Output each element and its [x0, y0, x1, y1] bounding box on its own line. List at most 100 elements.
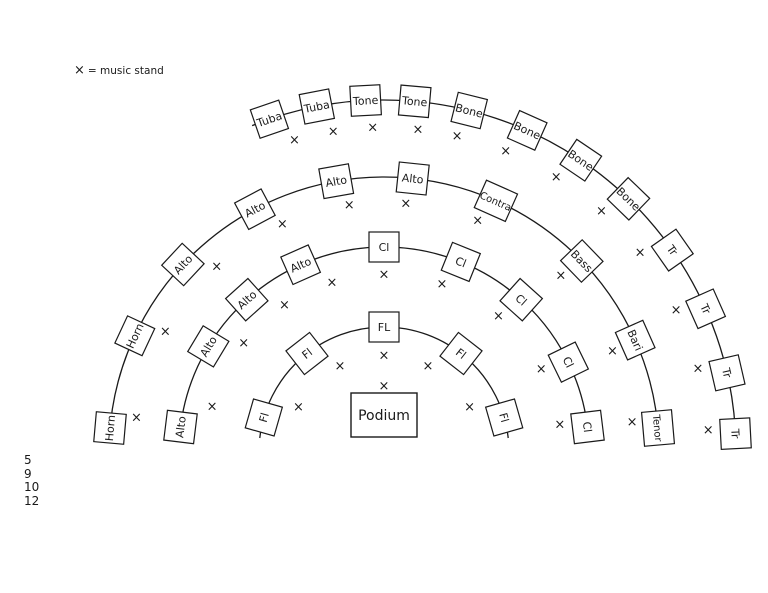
seat-box [368, 231, 400, 263]
music-stand-icon: × [555, 269, 566, 284]
seat-contra[interactable]: Contra [473, 179, 519, 223]
music-stand-icon: × [627, 415, 638, 430]
seat-bass[interactable]: Bass [559, 238, 604, 284]
seat-box [318, 163, 355, 200]
music-stand-icon: × [289, 133, 300, 148]
seat-label: Tuba [302, 98, 331, 116]
seat-cl[interactable]: Cl [440, 241, 482, 283]
legend-text: = music stand [87, 64, 164, 77]
seat-horn[interactable]: Horn [114, 315, 156, 357]
seat-tenor[interactable]: Tenor [640, 409, 676, 447]
music-stand-icon: × [671, 303, 682, 318]
music-stand-icon: × [554, 418, 565, 433]
seat-cl[interactable]: Cl [368, 231, 400, 263]
seat-box [93, 411, 127, 445]
seat-alto[interactable]: Alto [186, 324, 230, 368]
row-count: 10 [24, 480, 40, 494]
seat-label: Tr [719, 366, 734, 380]
seat-box [473, 179, 519, 223]
seat-box [719, 417, 752, 450]
seat-tr[interactable]: Tr [719, 417, 752, 450]
seat-label: Alto [325, 173, 349, 190]
seat-label: Tenor [650, 413, 663, 443]
music-stand-icon: × [279, 298, 290, 313]
podium[interactable]: Podium [350, 392, 418, 438]
seat-label: Tr [728, 427, 742, 439]
seat-fl[interactable]: FL [368, 311, 400, 343]
seat-box [650, 228, 695, 272]
seat-alto[interactable]: Alto [160, 242, 205, 287]
row-3-arc [108, 176, 660, 439]
music-stand-icon: × [400, 197, 411, 212]
seat-fl[interactable]: Fl [244, 398, 284, 437]
seat-box [484, 398, 524, 437]
seat-box [559, 138, 603, 182]
seat-label: Horn [103, 414, 118, 441]
music-stand-icon: × [379, 268, 390, 283]
seat-cl[interactable]: Cl [499, 277, 544, 322]
music-stand-icon: × [207, 399, 218, 414]
music-stand-icon: × [327, 275, 338, 290]
seat-fl[interactable]: Fl [439, 331, 483, 376]
seat-box [285, 331, 329, 376]
seat-bone[interactable]: Bone [606, 176, 651, 221]
seat-box [280, 244, 322, 286]
podium-stand-icon: × [379, 379, 390, 394]
seat-cl[interactable]: Cl [570, 409, 605, 445]
seat-box [570, 409, 605, 445]
seat-cl[interactable]: Cl [547, 341, 590, 383]
music-stand-icon: × [703, 423, 714, 438]
seat-alto[interactable]: Alto [280, 244, 322, 286]
podium-box [350, 392, 418, 438]
seat-label: Cl [453, 254, 468, 270]
music-stand-icon: × [423, 359, 434, 374]
seat-alto[interactable]: Alto [395, 161, 430, 196]
seat-fl[interactable]: Fl [484, 398, 524, 437]
seat-tuba[interactable]: Tuba [249, 99, 290, 140]
seat-tuba[interactable]: Tuba [298, 88, 336, 125]
music-stand-icon: × [367, 121, 378, 136]
seat-box [614, 319, 656, 361]
seat-label: Tone [400, 94, 428, 109]
seat-box [186, 324, 230, 368]
music-stand-icon: × [131, 411, 142, 426]
seat-alto[interactable]: Alto [318, 163, 355, 200]
seat-alto[interactable]: Alto [224, 277, 269, 322]
seat-box [439, 331, 483, 376]
music-stand-icon: × [328, 125, 339, 140]
seat-tr[interactable]: Tr [708, 354, 746, 392]
seat-horn[interactable]: Horn [93, 411, 127, 445]
seat-box [559, 238, 604, 284]
music-stand-icon: × [536, 362, 547, 377]
seat-tone[interactable]: Tone [349, 84, 382, 117]
seat-fl[interactable]: Fl [285, 331, 329, 376]
music-stand-icon: × [74, 63, 85, 78]
music-stand-icon: × [413, 122, 424, 137]
seat-box [506, 109, 548, 151]
seat-box [640, 409, 676, 447]
music-stand-icon: × [379, 349, 390, 364]
music-stand-icon: × [596, 204, 607, 219]
seat-bone[interactable]: Bone [506, 109, 548, 151]
row-count: 12 [24, 493, 40, 508]
seat-box [685, 288, 727, 330]
seat-alto[interactable]: Alto [163, 409, 198, 445]
seat-bone[interactable]: Bone [450, 91, 489, 130]
seat-tr[interactable]: Tr [685, 288, 727, 330]
seat-box [440, 241, 482, 283]
music-stand-icon: × [437, 277, 448, 292]
row-count: 9 [24, 466, 32, 481]
music-stand-icon: × [277, 217, 288, 232]
seat-box [397, 84, 432, 119]
seat-bari[interactable]: Bari [614, 319, 656, 361]
seat-tr[interactable]: Tr [650, 228, 695, 272]
seat-label: Fl [496, 411, 511, 424]
music-stand-icon: × [160, 324, 171, 339]
row-arcs [108, 99, 737, 446]
seat-tone[interactable]: Tone [397, 84, 432, 119]
music-stand-icon: × [635, 245, 646, 260]
seat-alto[interactable]: Alto [233, 188, 276, 231]
music-stand-icon: × [493, 309, 504, 324]
seat-bone[interactable]: Bone [559, 138, 603, 182]
